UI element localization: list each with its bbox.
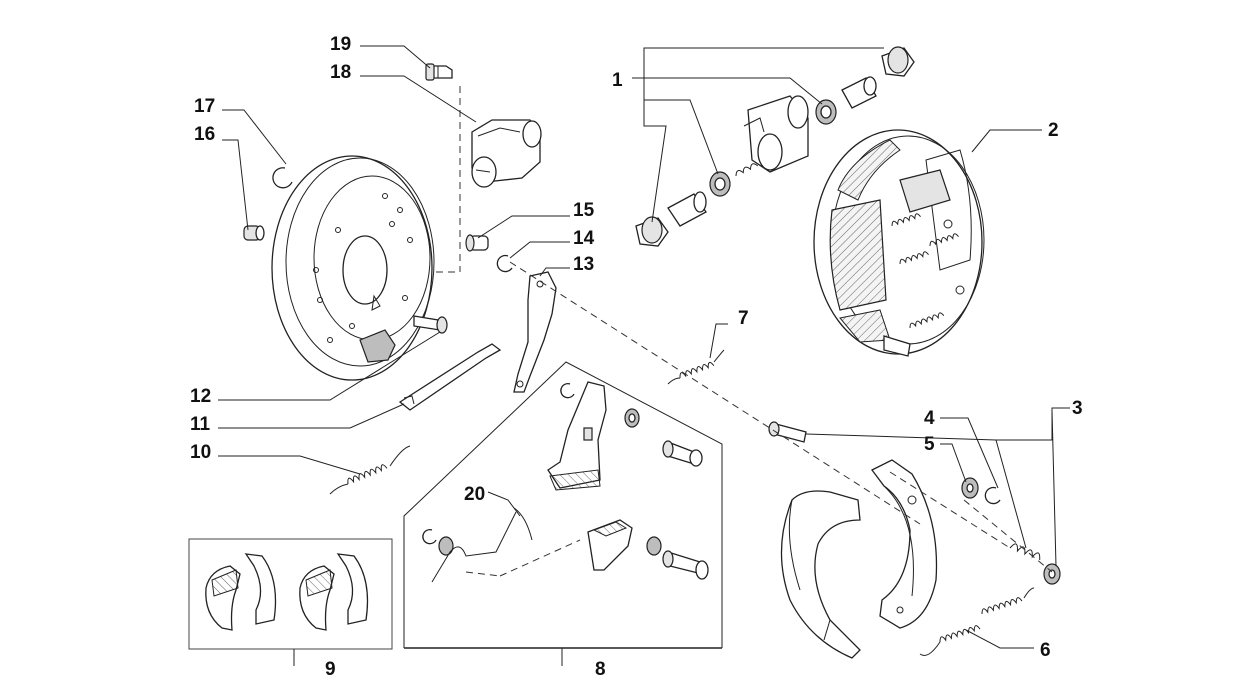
- shoe-set-9: [188, 538, 393, 666]
- clip-4: [984, 486, 1001, 505]
- kit-8-boundary: [403, 361, 723, 666]
- callout-10: 10: [190, 442, 211, 463]
- callout-3: 3: [1072, 398, 1083, 419]
- spring-10: [329, 445, 411, 495]
- washer-5: [961, 477, 979, 499]
- callouts: 1 2 3 4 5 6 7 8 9 10 11 12 13 14 15 16 1…: [190, 34, 1083, 680]
- brake-shoe-web: [871, 459, 938, 629]
- callout-15: 15: [573, 200, 595, 221]
- callout-12: 12: [190, 386, 211, 407]
- callout-7: 7: [738, 308, 749, 329]
- callout-8: 8: [595, 659, 606, 680]
- bleeder-screw-19: [425, 63, 453, 81]
- bolt-15: [465, 234, 489, 252]
- springs-6: [919, 587, 1035, 656]
- spring-7: [667, 349, 725, 385]
- spring-3: [1009, 543, 1061, 585]
- callout-17: 17: [194, 96, 215, 117]
- brake-assembly-2: [813, 129, 985, 357]
- bolt-12: [413, 315, 448, 334]
- callout-11: 11: [190, 414, 211, 435]
- piston-top: [841, 76, 877, 109]
- nut-16: [243, 225, 265, 241]
- kit-8-parts: [422, 381, 709, 583]
- backing-plate: [271, 155, 435, 381]
- lever-13: [513, 271, 557, 393]
- callout-16: 16: [194, 124, 215, 145]
- callout-1: 1: [612, 70, 623, 91]
- piston-bottom: [667, 191, 707, 227]
- clip-14: [496, 254, 513, 273]
- callout-18: 18: [330, 62, 351, 83]
- callout-19: 19: [330, 34, 351, 55]
- cup-seal-top: [815, 99, 837, 125]
- callout-13: 13: [573, 254, 594, 275]
- wheel-cylinder-kit-1: [635, 46, 915, 247]
- callout-9: 9: [325, 659, 336, 680]
- callout-2: 2: [1048, 120, 1059, 141]
- brake-shoe-lining: [780, 490, 861, 659]
- callout-14: 14: [573, 228, 595, 249]
- callout-20: 20: [464, 484, 485, 505]
- callout-6: 6: [1040, 640, 1051, 661]
- alignment-lines: [436, 86, 1053, 573]
- leader-lines: [218, 45, 1070, 649]
- dust-boot-top: [881, 46, 915, 77]
- strut-bar-11: [398, 343, 502, 411]
- wheel-cylinder-18: [471, 119, 542, 188]
- clip-17: [272, 167, 293, 189]
- dust-boot-bottom: [635, 216, 669, 247]
- callout-4: 4: [924, 408, 935, 429]
- cup-seal-bottom: [709, 171, 731, 197]
- callout-5: 5: [924, 434, 935, 455]
